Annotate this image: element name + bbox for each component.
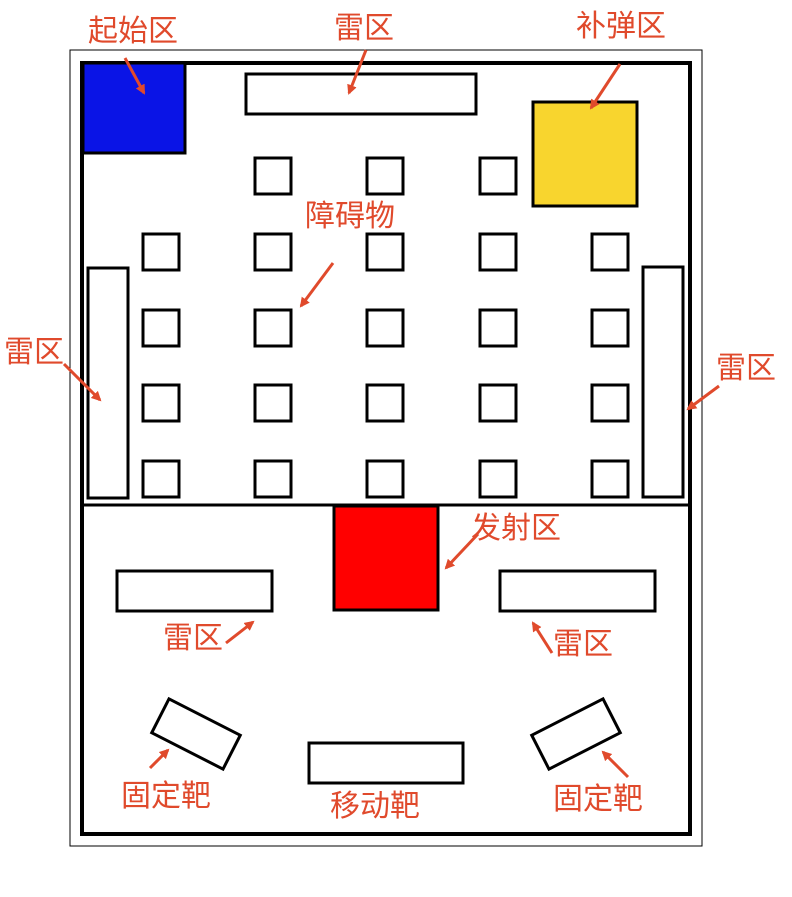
- arrow-start-zone: [123, 57, 146, 95]
- field-border: [80, 61, 692, 836]
- obstacle-block: [365, 156, 405, 196]
- label-mine-lower-right: 雷区: [553, 627, 613, 662]
- obstacle-block: [253, 232, 293, 272]
- mine-zone-lower-right: [498, 569, 657, 613]
- mine-zone-lower-left: [115, 569, 274, 613]
- mine-zone-right: [641, 265, 685, 499]
- obstacle-block: [253, 156, 293, 196]
- obstacle-block: [253, 308, 293, 348]
- obstacle-block: [365, 308, 405, 348]
- moving-target: [307, 741, 465, 785]
- label-fixed-target-left: 固定靶: [121, 779, 211, 814]
- mine-zone-top: [244, 72, 478, 116]
- label-resupply-zone: 补弹区: [576, 9, 666, 44]
- label-moving-target: 移动靶: [330, 789, 420, 824]
- label-mine-right: 雷区: [716, 351, 776, 386]
- obstacle-block: [590, 232, 630, 272]
- obstacle-block: [365, 459, 405, 499]
- obstacle-block: [478, 459, 518, 499]
- obstacle-block: [478, 308, 518, 348]
- fixed-target-left: [149, 696, 243, 772]
- label-fixed-target-right: 固定靶: [553, 782, 643, 817]
- fixed-target-right: [529, 696, 623, 772]
- obstacle-block: [141, 459, 181, 499]
- obstacle-block: [253, 383, 293, 423]
- outer-border: [69, 49, 703, 847]
- obstacle-block: [478, 156, 518, 196]
- arrow-fixed-target-left: [148, 748, 170, 770]
- arrow-mine-top: [347, 49, 368, 95]
- obstacle-block: [141, 232, 181, 272]
- label-start-zone: 起始区: [88, 14, 178, 49]
- obstacle-block: [590, 308, 630, 348]
- label-mine-left: 雷区: [4, 335, 64, 370]
- arrow-mine-left: [62, 362, 102, 402]
- arrow-launch-zone: [444, 532, 480, 570]
- obstacle-block: [478, 232, 518, 272]
- launch-zone: [332, 504, 440, 612]
- obstacle-grid: [141, 156, 630, 499]
- resupply-zone: [531, 100, 639, 208]
- label-mine-lower-left: 雷区: [163, 621, 223, 656]
- arrow-resupply-zone: [589, 63, 622, 110]
- arrow-mine-lower-left: [225, 620, 255, 645]
- arrow-mine-lower-right: [531, 621, 554, 654]
- label-obstacles: 障碍物: [305, 199, 395, 234]
- arrow-obstacles: [299, 262, 335, 308]
- obstacle-block: [365, 383, 405, 423]
- label-launch-zone: 发射区: [471, 511, 561, 546]
- obstacle-block: [478, 383, 518, 423]
- label-mine-top: 雷区: [334, 11, 394, 46]
- obstacle-block: [590, 383, 630, 423]
- obstacle-block: [253, 459, 293, 499]
- mine-zone-left: [86, 266, 130, 500]
- start-zone: [81, 61, 187, 155]
- obstacle-block: [141, 383, 181, 423]
- obstacle-block: [365, 232, 405, 272]
- obstacle-block: [141, 308, 181, 348]
- arrow-mine-right: [686, 384, 720, 411]
- obstacle-block: [590, 459, 630, 499]
- arrow-fixed-target-right: [601, 750, 630, 779]
